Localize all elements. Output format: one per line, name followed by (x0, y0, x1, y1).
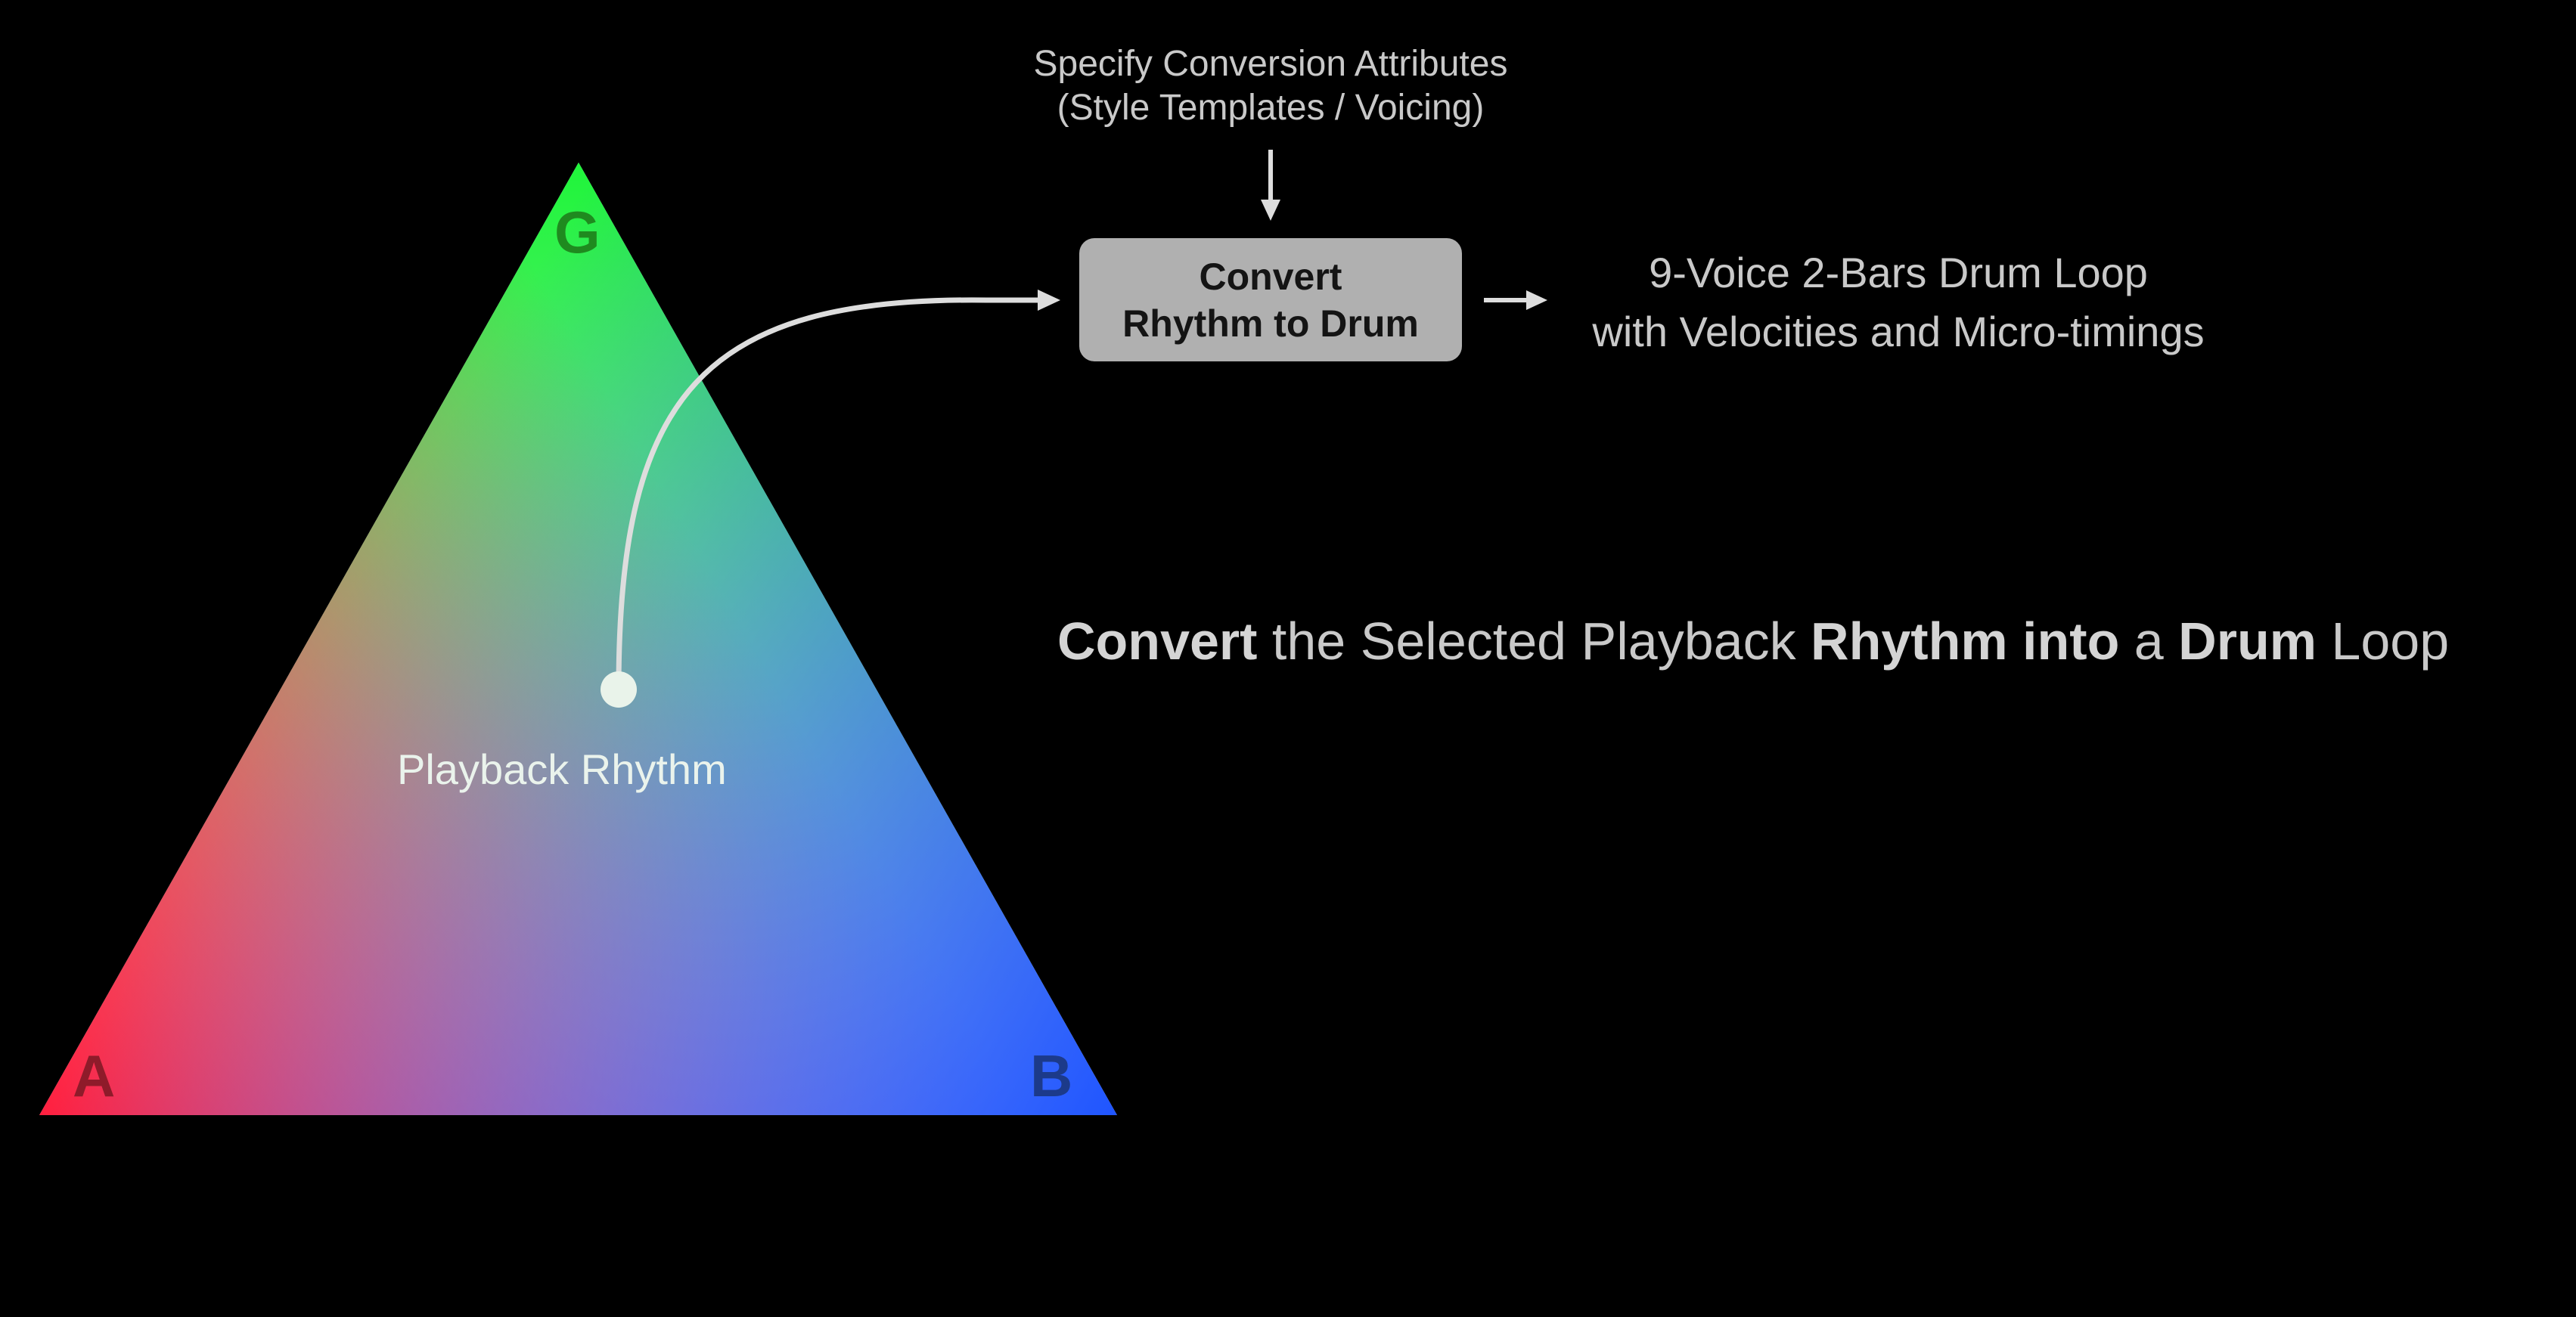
caption-rhythm-into: Rhythm into (1811, 612, 2120, 671)
playback-to-convert-arrow (616, 297, 1044, 690)
playback-to-convert-arrowhead (1038, 290, 1060, 311)
caption-middle-2: a (2119, 612, 2179, 671)
convert-rhythm-to-drum-box[interactable]: Convert Rhythm to Drum (1079, 238, 1462, 361)
output-arrowhead (1526, 290, 1547, 310)
vertex-label-g: G (554, 199, 601, 265)
convert-box-line1: Convert (1199, 255, 1342, 298)
caption-end: Loop (2316, 612, 2450, 671)
caption-convert: Convert (1057, 612, 1258, 671)
conversion-attributes-line1: Specify Conversion Attributes (1033, 44, 1508, 84)
vertex-label-a: A (73, 1043, 116, 1109)
output-line1: 9-Voice 2-Bars Drum Loop (1649, 249, 2148, 296)
vertex-label-b: B (1030, 1043, 1073, 1109)
diagram-caption: Convert the Selected Playback Rhythm int… (1057, 611, 2449, 671)
attributes-arrowhead (1261, 200, 1280, 221)
caption-middle-1: the Selected Playback (1257, 612, 1811, 671)
convert-box-line2: Rhythm to Drum (1122, 302, 1419, 345)
drum-loop-output-text: 9-Voice 2-Bars Drum Loop with Velocities… (1482, 243, 2314, 361)
rhythm-triangle (39, 163, 1117, 1115)
playback-rhythm-point[interactable] (601, 671, 637, 708)
playback-rhythm-label: Playback Rhythm (397, 745, 727, 793)
output-line2: with Velocities and Micro-timings (1592, 308, 2205, 355)
conversion-attributes-text: Specify Conversion Attributes (Style Tem… (892, 42, 1649, 130)
caption-drum: Drum (2178, 612, 2317, 671)
conversion-attributes-line2: (Style Templates / Voicing) (1057, 88, 1485, 128)
